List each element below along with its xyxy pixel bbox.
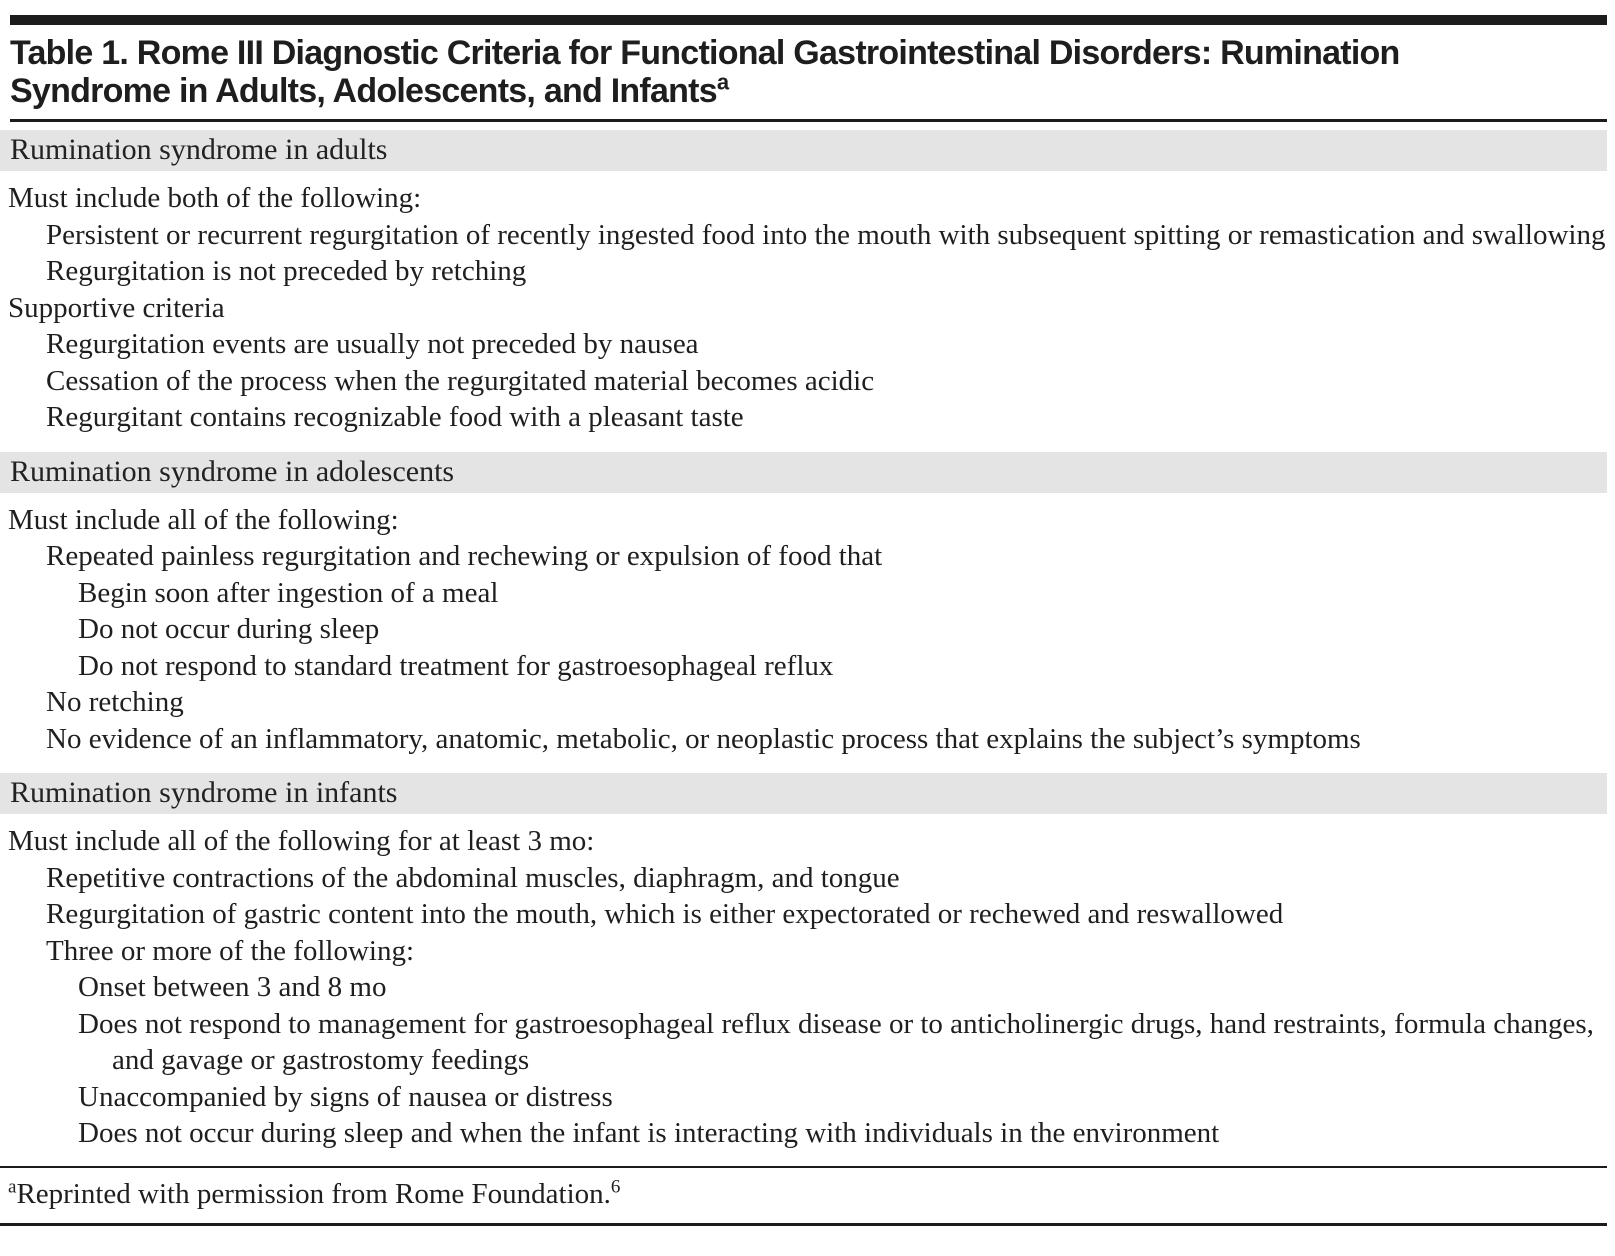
footnote-reference-number: 6 [610,1175,621,1197]
bottom-rule [0,1222,1607,1226]
criteria-row: Regurgitant contains recognizable food w… [46,401,744,433]
criteria-row: Begin soon after ingestion of a meal [78,576,499,609]
criteria-row: Repeated painless regurgitation and rech… [46,540,883,572]
criteria-row: Onset between 3 and 8 mo [78,971,387,1003]
criteria-row: Does not occur during sleep and when the… [78,1117,1220,1149]
criteria-row: Cessation of the process when the regurg… [46,364,875,397]
criteria-row: Do not respond to standard treatment for… [78,649,834,682]
section-rows: Must include all of the following: Repeat… [0,493,1615,766]
table-title-footnote-marker: a [716,69,729,95]
criteria-row: Persistent or recurrent regurgitation of… [46,218,1606,251]
title-divider-rule [10,119,1607,122]
table-title-line2: Syndrome in Adults, Adolescents, and Inf… [10,72,718,110]
criteria-row: Regurgitation of gastric content into th… [46,898,1284,930]
table-title: Table 1. Rome III Diagnostic Criteria fo… [10,34,1607,110]
criteria-row: No retching [46,686,184,718]
footnote-divider-rule [0,1165,1607,1168]
table-title-line1: Table 1. Rome III Diagnostic Criteria fo… [10,34,1400,72]
section-header-band: Rumination syndrome in infants [0,773,1607,814]
footnote-marker: a [8,1175,17,1197]
criteria-row: No evidence of an inflammatory, anatomic… [46,722,1361,755]
criteria-row: Do not occur during sleep [78,613,380,645]
criteria-row: Repetitive contractions of the abdominal… [46,861,900,894]
criteria-sections: Rumination syndrome in adults Must inclu… [0,130,1615,1160]
criteria-row: Three or more of the following: [46,934,415,967]
criteria-section: Rumination syndrome in infants Must incl… [0,773,1615,1160]
criteria-row: Regurgitation events are usually not pre… [46,328,699,360]
section-rows: Must include both of the following: Persi… [0,171,1615,444]
footnote-text: Reprinted with permission from Rome Foun… [16,1177,611,1210]
section-header-band: Rumination syndrome in adults [0,130,1607,171]
criteria-section: Rumination syndrome in adolescents Must … [0,451,1615,766]
section-header-band: Rumination syndrome in adolescents [0,451,1607,493]
criteria-row: Must include all of the following for at… [8,825,595,857]
footnote: aReprinted with permission from Rome Fou… [0,1168,1615,1219]
criteria-row: Does not respond to management for gastr… [78,1007,1594,1077]
table-1-rumination-criteria: Table 1. Rome III Diagnostic Criteria fo… [0,15,1615,1226]
top-thick-rule [10,15,1607,25]
criteria-row: Unaccompanied by signs of nausea or dist… [78,1080,613,1113]
criteria-section: Rumination syndrome in adults Must inclu… [0,130,1615,444]
criteria-row: Regurgitation is not preceded by retchin… [46,255,527,287]
section-rows: Must include all of the following for at… [0,814,1615,1160]
criteria-row: Must include both of the following: [8,182,422,214]
criteria-row: Supportive criteria [8,291,225,324]
criteria-row: Must include all of the following: [8,503,399,536]
